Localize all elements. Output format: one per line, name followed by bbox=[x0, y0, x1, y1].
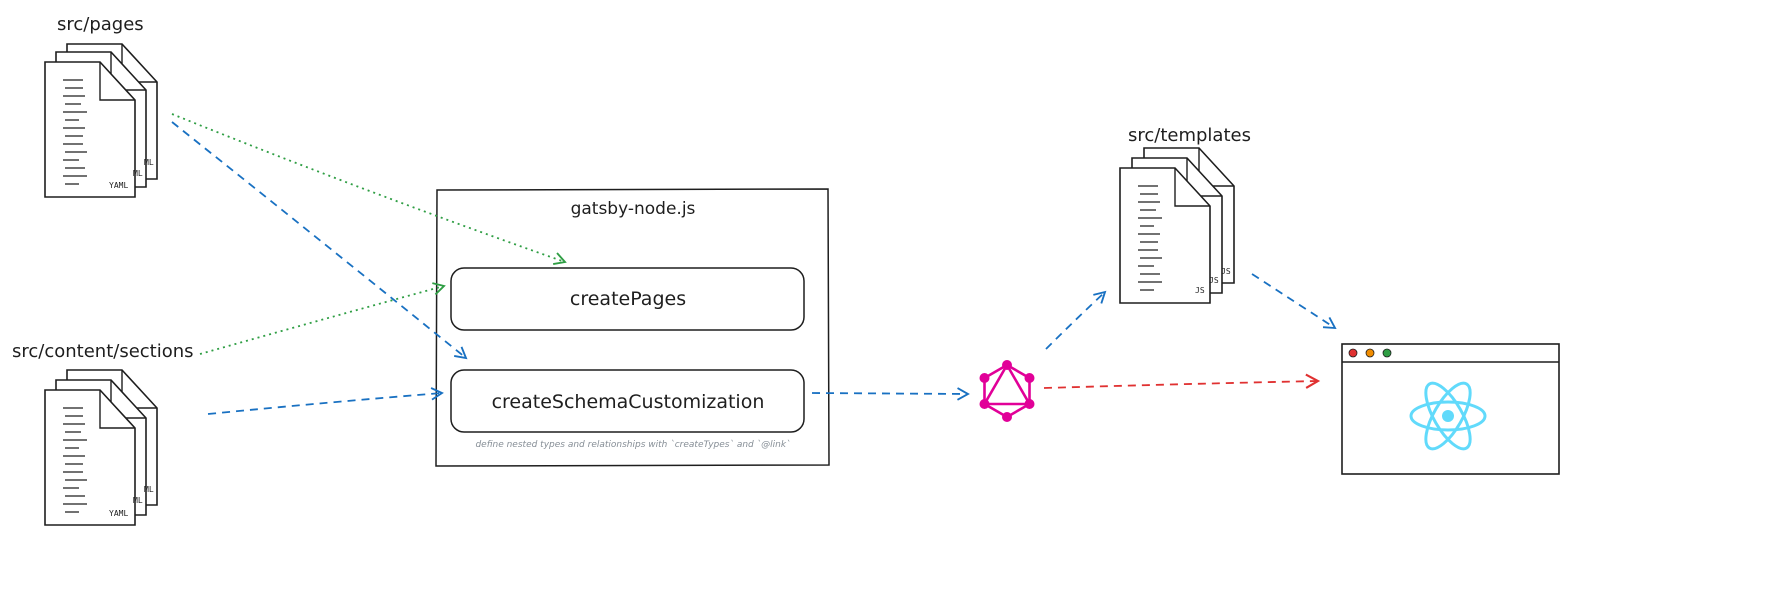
window-minimize-dot bbox=[1365, 348, 1375, 358]
window-maximize-dot bbox=[1382, 348, 1392, 358]
gatsby-node-title: gatsby-node.js bbox=[571, 199, 696, 219]
pages-file-tag-2: ML bbox=[133, 169, 143, 178]
pages-file-tag-3: ML bbox=[144, 158, 154, 167]
browser-window-icon bbox=[1341, 343, 1560, 475]
pages-file-tag-1: YAML bbox=[109, 181, 128, 190]
graphql-icon bbox=[979, 360, 1035, 422]
pages-to-schema-arrow bbox=[171, 121, 468, 360]
templates-file-tag-1: JS bbox=[1195, 286, 1205, 295]
graphql-to-templates-arrow bbox=[1045, 290, 1107, 350]
create-types-note: define nested types and relationships wi… bbox=[475, 439, 790, 450]
pages-dir-label: src/pages bbox=[57, 14, 144, 35]
create-pages-box[interactable]: createPages bbox=[450, 267, 805, 331]
templates-file-stack-icon: JS JS JS bbox=[1119, 147, 1235, 304]
gatsby-node-container: gatsby-node.js createPages createSchemaC… bbox=[435, 188, 830, 467]
sections-dir-label: src/content/sections bbox=[12, 341, 194, 362]
react-icon bbox=[1409, 381, 1487, 451]
sections-file-tag-2: ML bbox=[133, 496, 143, 505]
templates-file-tag-2: JS bbox=[1209, 276, 1219, 285]
sections-file-tag-1: YAML bbox=[109, 509, 128, 518]
templates-dir-label: src/templates bbox=[1128, 125, 1251, 146]
graphql-to-browser-arrow bbox=[1043, 373, 1321, 389]
create-schema-customization-label: createSchemaCustomization bbox=[492, 391, 765, 413]
schema-to-graphql-arrow bbox=[811, 387, 970, 401]
pages-file-stack-icon: ML ML YAML bbox=[44, 43, 158, 198]
window-close-dot bbox=[1348, 348, 1358, 358]
create-pages-label: createPages bbox=[570, 288, 686, 310]
templates-to-browser-arrow bbox=[1251, 273, 1337, 330]
pages-to-create-pages-arrow bbox=[171, 113, 567, 265]
sections-to-create-pages-arrow bbox=[199, 282, 446, 355]
sections-to-schema-arrow bbox=[207, 387, 444, 415]
templates-file-tag-3: JS bbox=[1221, 267, 1231, 276]
sections-file-stack-icon: ML ML YAML bbox=[44, 369, 158, 526]
sections-file-tag-3: ML bbox=[144, 485, 154, 494]
create-schema-customization-box[interactable]: createSchemaCustomization bbox=[450, 369, 805, 433]
